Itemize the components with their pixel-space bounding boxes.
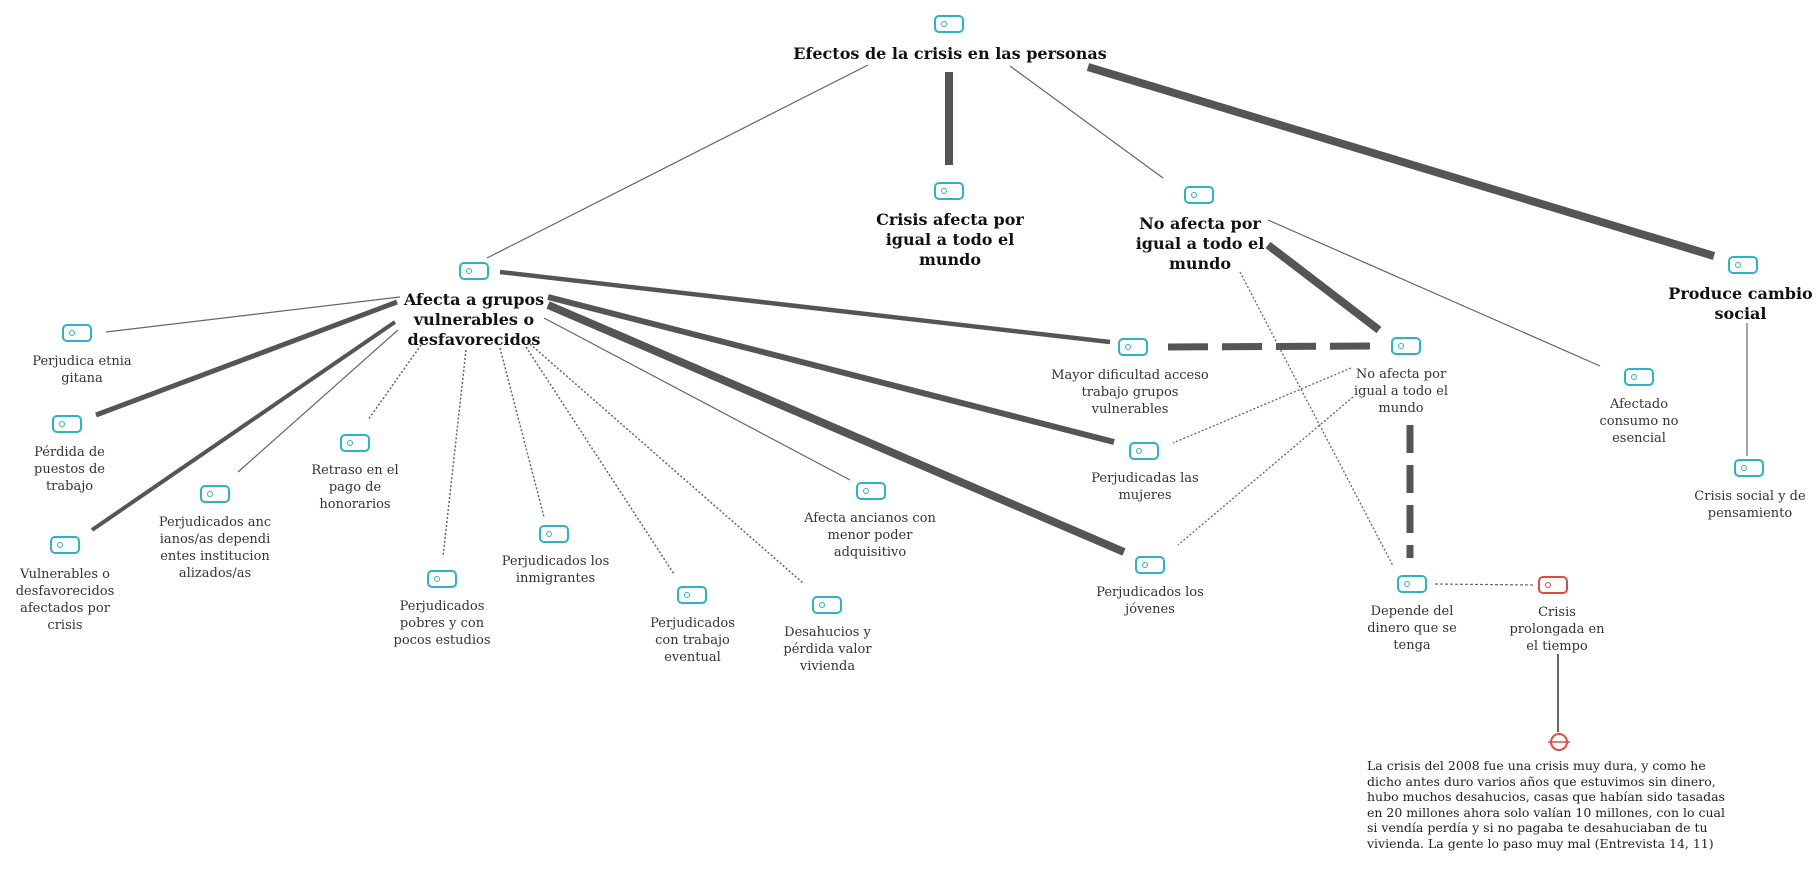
edge (1167, 342, 1371, 351)
tag-icon (340, 434, 370, 452)
node-pensamiento: Crisis social y de pensamiento (1694, 489, 1806, 521)
interview-quote: La crisis del 2008 fue una crisis muy du… (1367, 758, 1725, 851)
quote-pin-icon (1548, 733, 1570, 751)
edge (499, 269, 1111, 345)
node-no-igual: No afecta por igual a todo el mundo (1135, 214, 1265, 273)
tag-icon (856, 482, 886, 500)
edge (525, 346, 675, 575)
node-jovenes: Perjudicados los jóvenes (1096, 585, 1204, 617)
tag-icon (1624, 368, 1654, 386)
tag-icon (677, 586, 707, 604)
node-etnia: Perjudica etnia gitana (32, 354, 132, 386)
edge (1239, 271, 1394, 567)
node-pobres: Perjudicados pobres y con pocos estudios (393, 599, 491, 648)
edge (1009, 65, 1164, 179)
root-label: Efectos de la crisis en las personas (793, 44, 1107, 63)
tag-icon (539, 525, 569, 543)
tag-icon (50, 536, 80, 554)
tag-icon (934, 15, 964, 33)
node-puestos: Pérdida de puestos de trabajo (34, 445, 105, 494)
edge (1172, 367, 1352, 444)
tag-icon (52, 415, 82, 433)
node-acceso: Mayor dificultad acceso trabajo grupos v… (1051, 368, 1209, 417)
edge (1265, 241, 1382, 334)
tag-icon (1129, 442, 1159, 460)
node-cambio: Produce cambio social (1668, 284, 1813, 323)
edge (499, 347, 545, 518)
node-ancianos-poder: Afecta ancianos con menor poder adquisit… (804, 511, 936, 560)
node-mujeres: Perjudicadas las mujeres (1091, 471, 1199, 503)
tag-icon (934, 182, 964, 200)
tag-icon (1118, 338, 1148, 356)
tag-icon (1184, 186, 1214, 204)
edge (529, 343, 804, 584)
node-vulnerables: Afecta a grupos vulnerables o desfavorec… (403, 290, 545, 349)
tag-icon (62, 324, 92, 342)
node-vuln-crisis: Vulnerables o desfavorecidos afectados p… (15, 567, 115, 633)
tag-icon (1391, 337, 1421, 355)
edge (90, 320, 397, 532)
node-desahucios: Desahucios y pérdida valor vivienda (783, 625, 872, 674)
node-ancianos-dep: Perjudicados ancianos/as dependientes in… (158, 515, 272, 581)
edge (1434, 583, 1536, 586)
tag-icon (459, 262, 489, 280)
node-prolongada: Crisis prolongada en el tiempo (1509, 605, 1605, 654)
tag-icon (1397, 575, 1427, 593)
node-eventual: Perjudicados con trabajo eventual (650, 616, 735, 665)
edge (237, 329, 399, 473)
edge (105, 296, 401, 333)
tag-icon (812, 596, 842, 614)
tag-icon (1728, 256, 1758, 274)
node-honorarios: Retraso en el pago de honorarios (311, 463, 399, 512)
edge (442, 349, 467, 558)
edge (95, 299, 398, 418)
edge (367, 344, 422, 421)
node-inmigrantes: Perjudicados los inmigrantes (501, 554, 610, 586)
node-igual: Crisis afecta por igual a todo el mundo (876, 210, 1024, 269)
tag-icon (1734, 459, 1764, 477)
tag-icon (427, 570, 457, 588)
node-dinero: Depende del dinero que se tenga (1367, 604, 1457, 653)
node-consumo: Afectado consumo no esencial (1599, 397, 1679, 446)
tag-icon (200, 485, 230, 503)
tag-icon (1135, 556, 1165, 574)
quote-tag-icon (1538, 576, 1568, 594)
edge (547, 294, 1115, 445)
node-no-igual-2: No afecta por igual a todo el mundo (1354, 367, 1448, 416)
edge (1086, 63, 1716, 260)
edge (1267, 219, 1601, 367)
edge (543, 317, 851, 481)
edge (486, 64, 869, 259)
edge (546, 301, 1126, 556)
